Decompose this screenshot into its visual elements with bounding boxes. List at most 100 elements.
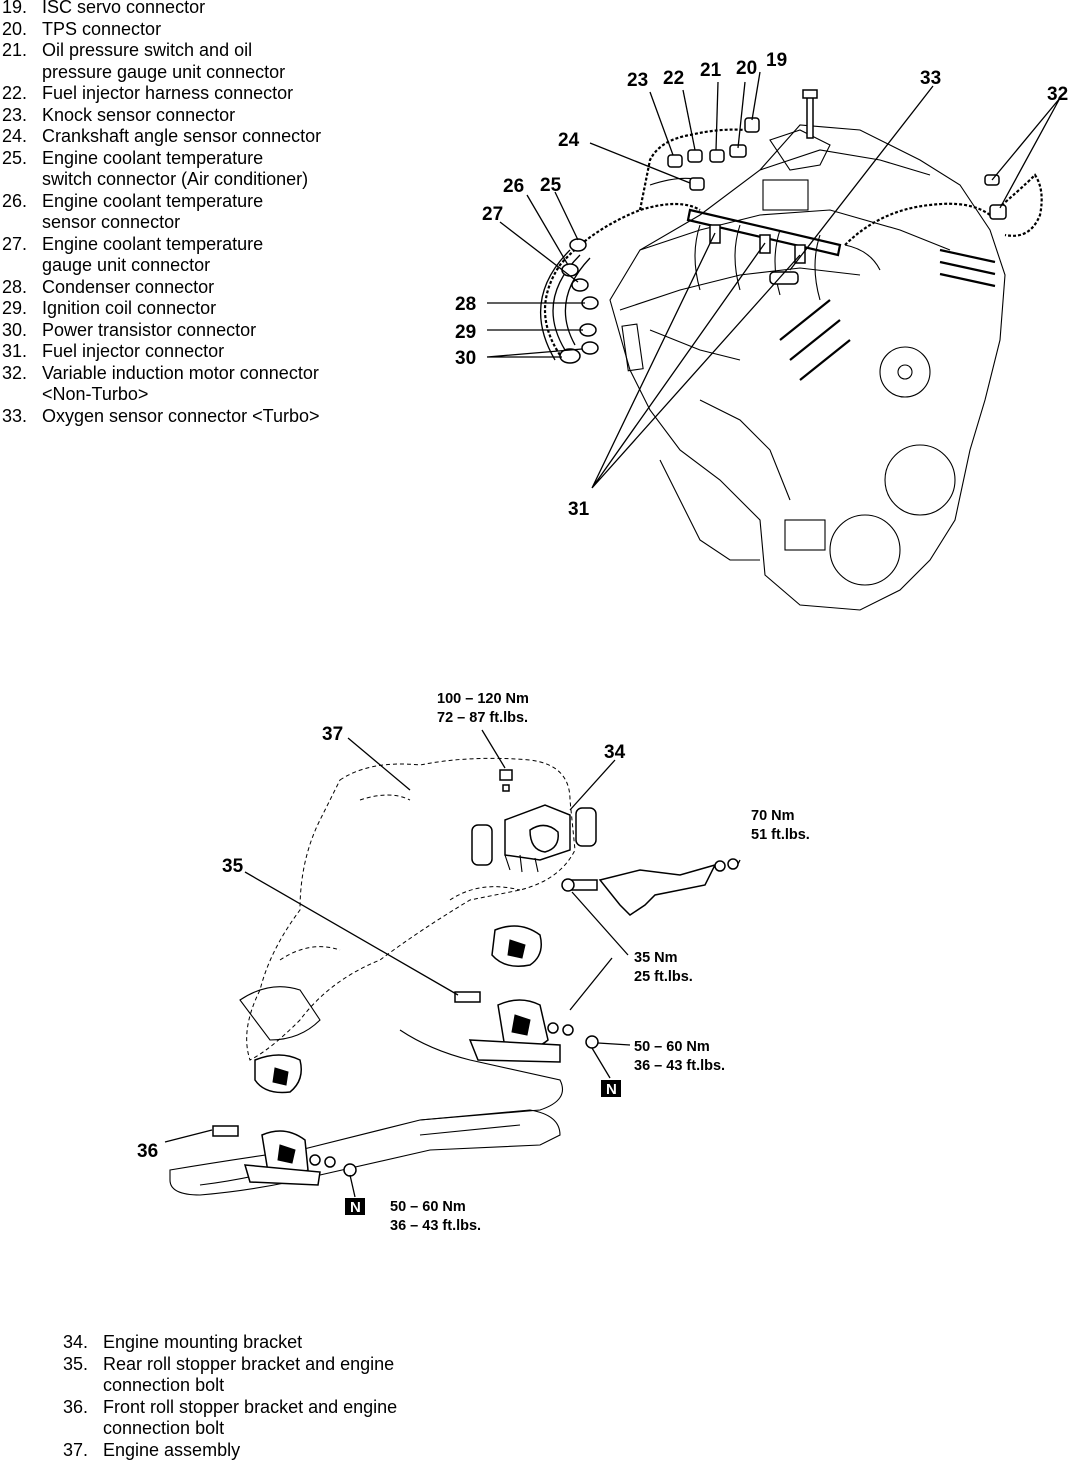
torque-1-ft: 72 – 87 ft.lbs. [437,710,528,726]
legend-top-item-number: 26. [2,190,28,211]
connector-27 [571,278,589,292]
connector-24 [689,177,705,191]
connector-32 [984,174,1007,220]
legend-top-item-text: Condenser connector [42,276,215,297]
callout-26: 26 [503,176,524,197]
engine-mounting-bracket [471,769,597,873]
legend-top-item-text: ISC servo connector [42,0,206,17]
callout-34: 34 [604,742,626,763]
legend-top-item-text: TPS connector [42,18,162,39]
legend-top-item: 32.Variable induction motor connector <N… [2,363,321,406]
callout-20: 20 [736,58,757,79]
legend-top-item-number: 32. [2,362,28,383]
callout-31: 31 [568,499,590,520]
legend-top-item-number: 25. [2,147,28,168]
engine-mount-diagram: N N 34 35 36 37 100 – 120 Nm 72 – 87 ft.… [137,691,810,1234]
callout-35: 35 [222,856,244,877]
callout-23: 23 [627,70,648,91]
legend-top-item: 30. Power transistor connector [2,320,321,342]
torque-3-ft: 25 ft.lbs. [634,969,693,985]
legend-top-item: 22. Fuel injector harness connector [2,83,321,105]
callout-19: 19 [766,50,787,71]
connector-22 [687,149,703,163]
legend-bottom: 34. Engine mounting bracket 35. Rear roll s… [63,1332,397,1461]
connector-21 [709,149,725,163]
legend-bottom-item: 35. Rear roll stopper bracket and engine … [63,1354,397,1397]
legend-top-item-text: Crankshaft angle sensor connector [42,126,322,146]
callout-27: 27 [482,204,503,225]
callout-21: 21 [700,60,722,81]
legend-top-item: 21. Oil pressure switch and oil pressure … [2,40,321,83]
legend-top-item: 28. Condenser connector [2,277,321,299]
callout-29: 29 [455,322,476,343]
legend-bottom-item-text: Engine assembly [103,1439,241,1460]
legend-top-item: 31. Fuel injector connector [2,341,321,363]
callout-30: 30 [455,348,476,369]
legend-bottom-item-number: 37. [63,1439,89,1460]
legend-top-item: 33. Oxygen sensor connector <Turbo> [2,406,321,428]
rear-roll-stopper [454,925,599,1063]
legend-top-item-text: Oxygen sensor connector <Turbo> [42,405,320,426]
legend-top-item: 26.Engine coolant temperature sensor con… [2,191,321,234]
legend-bottom-item-number: 36. [63,1396,89,1417]
svg-text:N: N [606,1081,617,1098]
legend-top-item-number: 27. [2,233,28,254]
front-roll-stopper [212,1054,357,1186]
legend-top-item-number: 30. [2,319,28,340]
callout-37: 37 [322,724,343,745]
legend-top-item-number: 29. [2,298,28,318]
torque-4-nm: 50 – 60 Nm [634,1039,710,1055]
legend-top-item-text: Knock sensor connector [42,104,236,125]
connector-30 [559,341,599,364]
callout-28: 28 [455,294,476,315]
legend-top-item-text: Fuel injector connector [42,341,225,361]
legend-top-item-text: Oil pressure switch and oil pressure gau… [42,40,286,82]
legend-top-item-text: Fuel injector harness connector [42,83,294,103]
connector-26 [561,263,579,277]
callout-32: 32 [1047,84,1068,105]
n-marker-1: N [601,1080,621,1098]
legend-top-item: 25. Engine coolant temperature switch con… [2,148,321,191]
legend-bottom-item: 36. Front roll stopper bracket and engine… [63,1397,397,1440]
legend-top-item-number: 28. [2,276,28,297]
legend-top-item-number: 31. [2,341,28,361]
legend-top-item-number: 23. [2,104,28,125]
torque-4-ft: 36 – 43 ft.lbs. [634,1058,725,1074]
torque-2-nm: 70 Nm [751,808,795,824]
legend-top-item-number: 21. [2,40,28,60]
legend-top-item-text: Ignition coil connector [42,298,217,318]
n-marker-2: N [345,1198,365,1216]
legend-bottom-item-text: Engine mounting bracket [103,1332,303,1352]
legend-top-item: 20. TPS connector [2,19,321,41]
callout-24: 24 [558,130,580,151]
legend-top-item: 27. Engine coolant temperature gauge unit… [2,234,321,277]
legend-top-item-number: 19. [2,0,28,17]
legend-top-item-number: 20. [2,18,28,39]
legend-top-item-number: 22. [2,83,28,103]
legend-top-item: 24.Crankshaft angle sensor connector [2,126,321,148]
torque-5-ft: 36 – 43 ft.lbs. [390,1218,481,1234]
legend-top-item-text: Engine coolant temperature gauge unit co… [42,233,264,276]
torque-3-nm: 35 Nm [634,950,678,966]
torque-2-ft: 51 ft.lbs. [751,827,810,843]
legend-bottom-item-text: Rear roll stopper bracket and engine con… [103,1353,395,1396]
legend-top-item: 19. ISC servo connector [2,0,321,19]
connector-19 [744,117,760,133]
legend-top-item-number: 33. [2,405,28,426]
legend-top-item-text: Power transistor connector [42,319,257,340]
torque-1-nm: 100 – 120 Nm [437,691,529,707]
callout-25: 25 [540,175,562,196]
engine-wiring-diagram: 19 20 21 22 23 24 25 26 27 28 29 30 31 3… [455,50,1068,611]
legend-bottom-item-text: Front roll stopper bracket and engine co… [103,1396,398,1439]
legend-bottom-item-number: 34. [63,1332,89,1352]
connector-23 [667,154,683,168]
legend-top-item: 29. Ignition coil connector [2,298,321,320]
legend-top-item-text: Engine coolant temperature switch connec… [42,147,309,190]
callout-33: 33 [920,68,941,89]
legend-bottom-item-number: 35. [63,1353,89,1374]
legend-bottom-item: 34. Engine mounting bracket [63,1332,397,1354]
svg-text:N: N [350,1199,361,1216]
callout-36: 36 [137,1141,158,1162]
